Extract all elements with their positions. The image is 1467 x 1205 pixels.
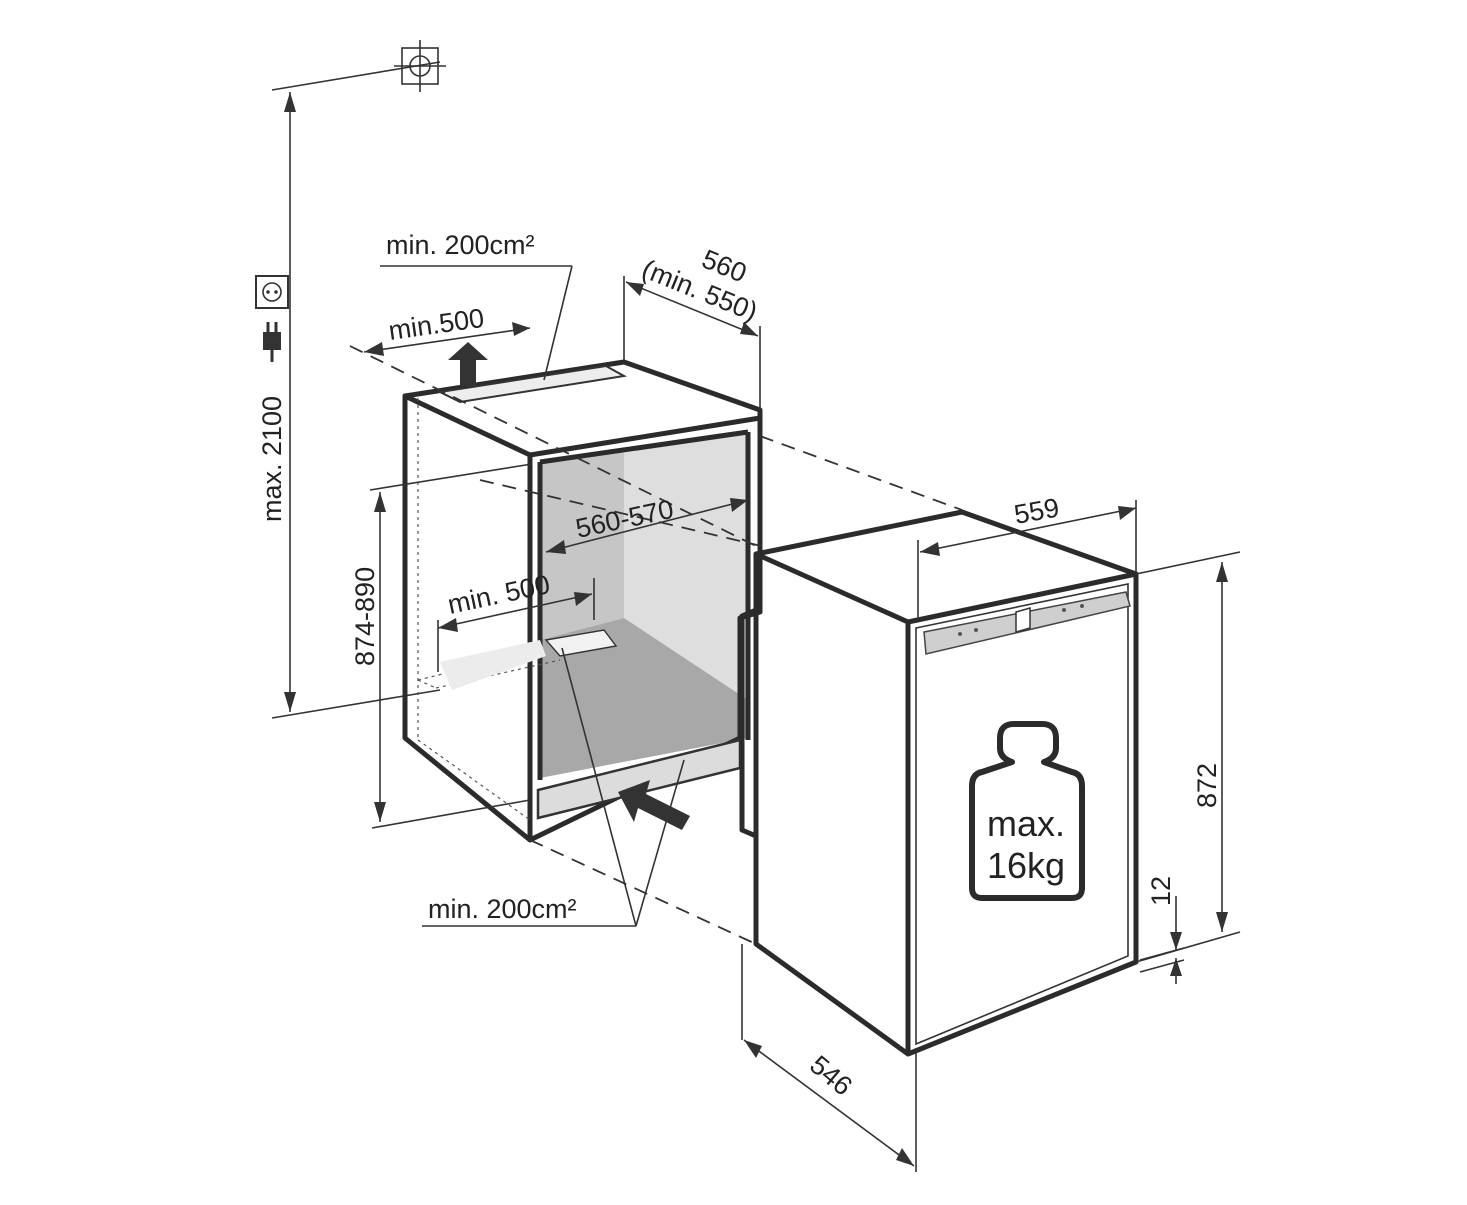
niche-cabinet: [402, 359, 763, 843]
niche-height-dimension: 874-890: [350, 463, 533, 829]
bottom-vent-area-label: min. 200cm²: [428, 894, 577, 924]
socket-icon: [255, 275, 289, 309]
appliance-depth-dimension: 546: [741, 944, 917, 1172]
floor-vent-slot: [544, 629, 618, 657]
vent-arrow-up-icon: [448, 342, 488, 386]
plinth-gap-dimension: 12: [1139, 876, 1185, 984]
niche-side-wall: [624, 432, 748, 700]
niche-back-wall: [540, 450, 624, 640]
door-handle: [1015, 607, 1031, 633]
max-height-dimension: max. 2100: [257, 92, 441, 719]
appliance-height-label: 872: [1192, 763, 1222, 808]
floor-depth-label: min. 500: [445, 569, 553, 620]
top-vent-area-label: min. 200cm²: [386, 230, 535, 260]
bottom-vent-dimension: min. 200cm²: [422, 647, 690, 927]
weight-line1: max.: [987, 803, 1065, 844]
weight-line2: 16kg: [987, 845, 1065, 886]
weight-icon: max. 16kg: [969, 721, 1085, 901]
appliance-width-dimension: 559: [917, 493, 1137, 620]
top-vent-depth-label: min.500: [387, 303, 486, 346]
niche-floor: [540, 618, 748, 778]
niche-height-label: 874-890: [350, 567, 380, 666]
top-vent-slot: [436, 364, 628, 404]
max-height-label: max. 2100: [257, 396, 287, 522]
water-connection-icon: [271, 40, 446, 92]
appliance-height-dimension: 872: [1135, 551, 1241, 963]
plug-icon: [263, 322, 281, 362]
vent-arrow-in-icon: [618, 780, 690, 830]
appliance-depth-label: 546: [804, 1050, 858, 1102]
top-vent-dimension: min. 200cm² min.500: [363, 230, 573, 386]
plinth-gap-label: 12: [1146, 876, 1176, 906]
